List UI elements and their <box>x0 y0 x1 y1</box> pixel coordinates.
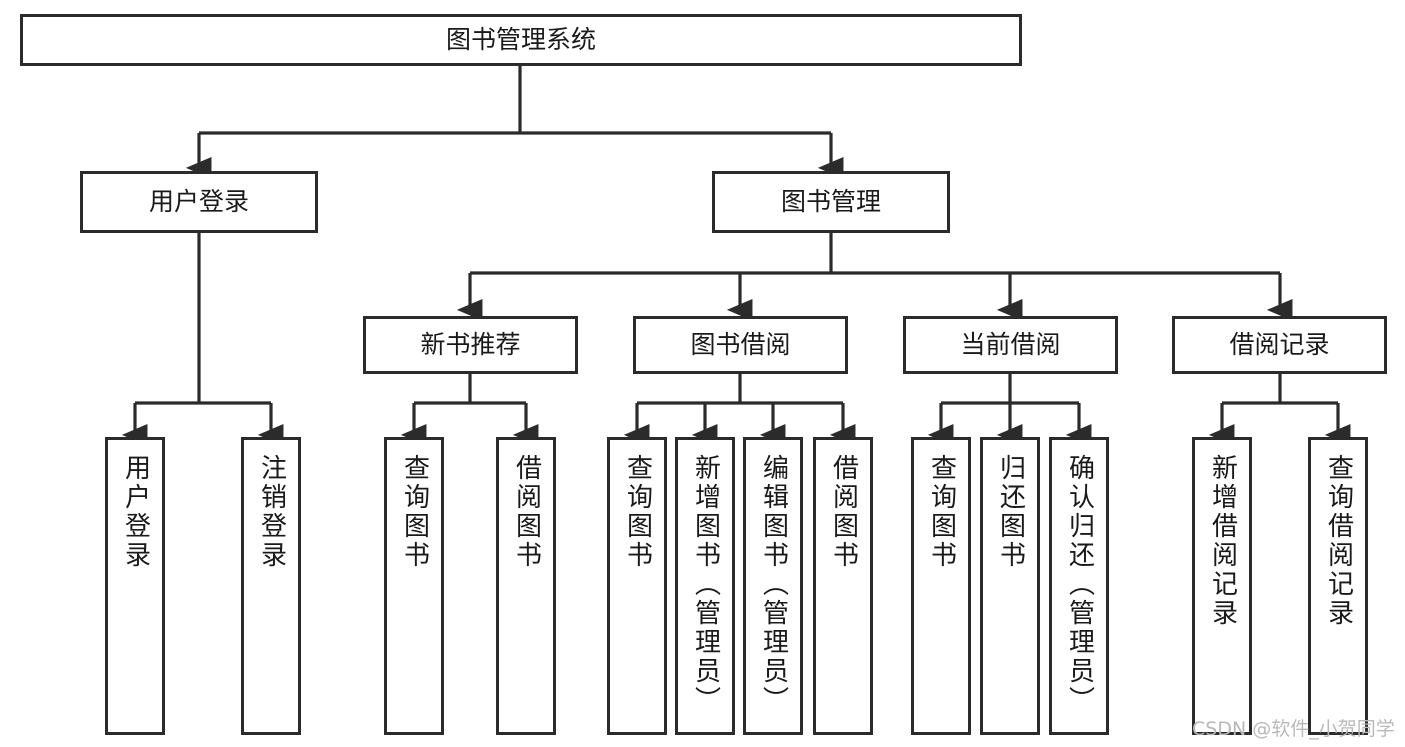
node-leaf-user-logout-label: 注销登录 <box>256 454 287 570</box>
node-leaf-borrow-book-2-label: 借阅图书 <box>828 454 859 570</box>
node-book-management[interactable]: 图书管理 <box>712 171 950 233</box>
node-root[interactable]: 图书管理系统 <box>20 14 1022 66</box>
node-leaf-query-book-1[interactable]: 查询图书 <box>384 437 444 735</box>
node-leaf-edit-book[interactable]: 编辑图书（管理员） <box>743 437 803 735</box>
node-leaf-add-record-label: 新增借阅记录 <box>1207 454 1238 628</box>
node-user-login[interactable]: 用户登录 <box>80 171 318 233</box>
node-leaf-query-book-3-label: 查询图书 <box>926 454 957 570</box>
node-book-borrow[interactable]: 图书借阅 <box>633 316 848 374</box>
node-current-borrow[interactable]: 当前借阅 <box>903 316 1118 374</box>
node-leaf-query-book-2-label: 查询图书 <box>622 454 653 570</box>
node-leaf-user-logout[interactable]: 注销登录 <box>241 437 301 735</box>
node-leaf-query-book-2[interactable]: 查询图书 <box>607 437 667 735</box>
node-leaf-query-book-3[interactable]: 查询图书 <box>911 437 971 735</box>
node-new-book-recommend[interactable]: 新书推荐 <box>363 316 578 374</box>
node-leaf-return-book[interactable]: 归还图书 <box>980 437 1040 735</box>
node-leaf-query-book-1-label: 查询图书 <box>399 454 430 570</box>
node-root-label: 图书管理系统 <box>445 25 596 54</box>
node-leaf-borrow-book-2[interactable]: 借阅图书 <box>813 437 873 735</box>
node-leaf-return-book-label: 归还图书 <box>995 454 1026 570</box>
node-leaf-borrow-book-1-label: 借阅图书 <box>511 454 542 570</box>
csdn-watermark: CSDN @软件_小贺同学 <box>1192 718 1395 740</box>
node-user-login-label: 用户登录 <box>148 187 249 216</box>
node-leaf-add-record[interactable]: 新增借阅记录 <box>1192 437 1252 735</box>
node-leaf-user-login[interactable]: 用户登录 <box>105 437 165 735</box>
node-leaf-confirm-return-label: 确认归还（管理员） <box>1064 454 1095 715</box>
node-leaf-add-book-label: 新增图书（管理员） <box>690 454 721 715</box>
node-current-borrow-label: 当前借阅 <box>960 330 1061 359</box>
node-book-management-label: 图书管理 <box>780 187 881 216</box>
node-leaf-query-record[interactable]: 查询借阅记录 <box>1308 437 1368 735</box>
node-leaf-add-book[interactable]: 新增图书（管理员） <box>675 437 735 735</box>
node-borrow-record[interactable]: 借阅记录 <box>1172 316 1387 374</box>
node-leaf-confirm-return[interactable]: 确认归还（管理员） <box>1049 437 1109 735</box>
node-leaf-query-record-label: 查询借阅记录 <box>1323 454 1354 628</box>
node-leaf-borrow-book-1[interactable]: 借阅图书 <box>496 437 556 735</box>
node-leaf-edit-book-label: 编辑图书（管理员） <box>758 454 789 715</box>
node-new-book-recommend-label: 新书推荐 <box>420 330 521 359</box>
node-leaf-user-login-label: 用户登录 <box>120 454 151 570</box>
node-book-borrow-label: 图书借阅 <box>690 330 791 359</box>
node-borrow-record-label: 借阅记录 <box>1229 330 1330 359</box>
